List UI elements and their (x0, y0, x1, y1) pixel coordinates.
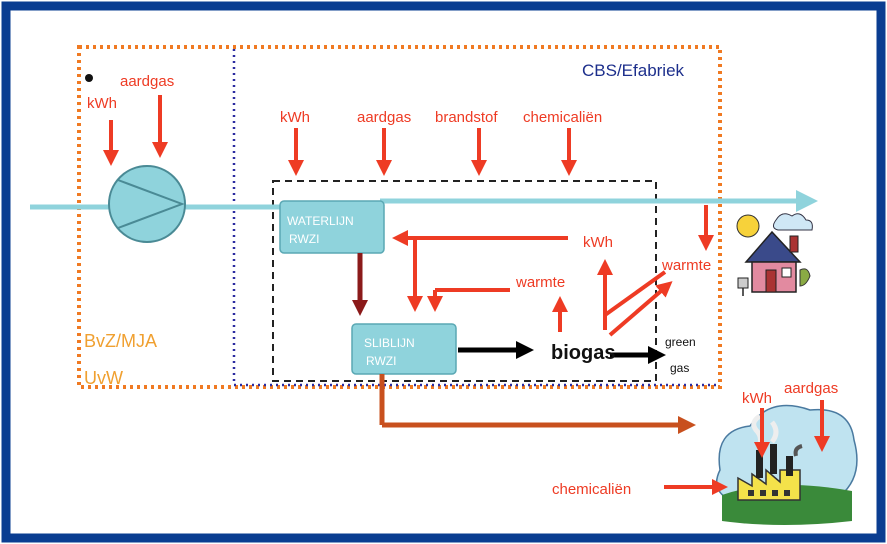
label-green: green (665, 335, 696, 349)
label-waterlijn-sub: RWZI (289, 232, 319, 246)
rwzi-box (272, 180, 657, 382)
label-waterlijn: WATERLIJN (287, 214, 354, 228)
pump-icon (108, 165, 186, 243)
label-factory-aardgas: aardgas (784, 380, 838, 397)
bullet-dot (85, 74, 93, 82)
label-sliblijn-sub: RWZI (366, 354, 396, 368)
arrow-biogas-to-warmte-right2 (603, 270, 667, 317)
label-top-left-aardgas: aardgas (120, 73, 174, 90)
label-factory-chemicalien: chemicaliën (552, 481, 631, 498)
label-sliblijn: SLIBLIJN (364, 336, 415, 350)
label-top-left-kwh: kWh (87, 95, 117, 112)
label-biogas: biogas (551, 342, 615, 364)
label-uvw: UvW (84, 368, 123, 388)
house-icon (736, 213, 813, 296)
waterlijn-box (279, 200, 385, 254)
factory-icon (715, 404, 858, 525)
arrow-biogas-to-warmte-right (608, 281, 673, 337)
label-in-aardgas: aardgas (357, 109, 411, 126)
label-in-kwh: kWh (280, 109, 310, 126)
label-gas: gas (670, 361, 689, 375)
label-warmte-right: warmte (661, 257, 711, 274)
label-cbs-title: CBS/Efabriek (582, 61, 685, 80)
bvz-boundary (77, 45, 722, 389)
label-bvz-mja: BvZ/MJA (84, 331, 157, 351)
sliblijn-box (351, 323, 457, 375)
label-factory-kwh: kWh (742, 390, 772, 407)
label-in-brandstof: brandstof (435, 109, 498, 126)
label-warmte-mid: warmte (515, 274, 565, 291)
label-in-chemicalien: chemicaliën (523, 109, 602, 126)
label-kwh-mid: kWh (583, 234, 613, 251)
